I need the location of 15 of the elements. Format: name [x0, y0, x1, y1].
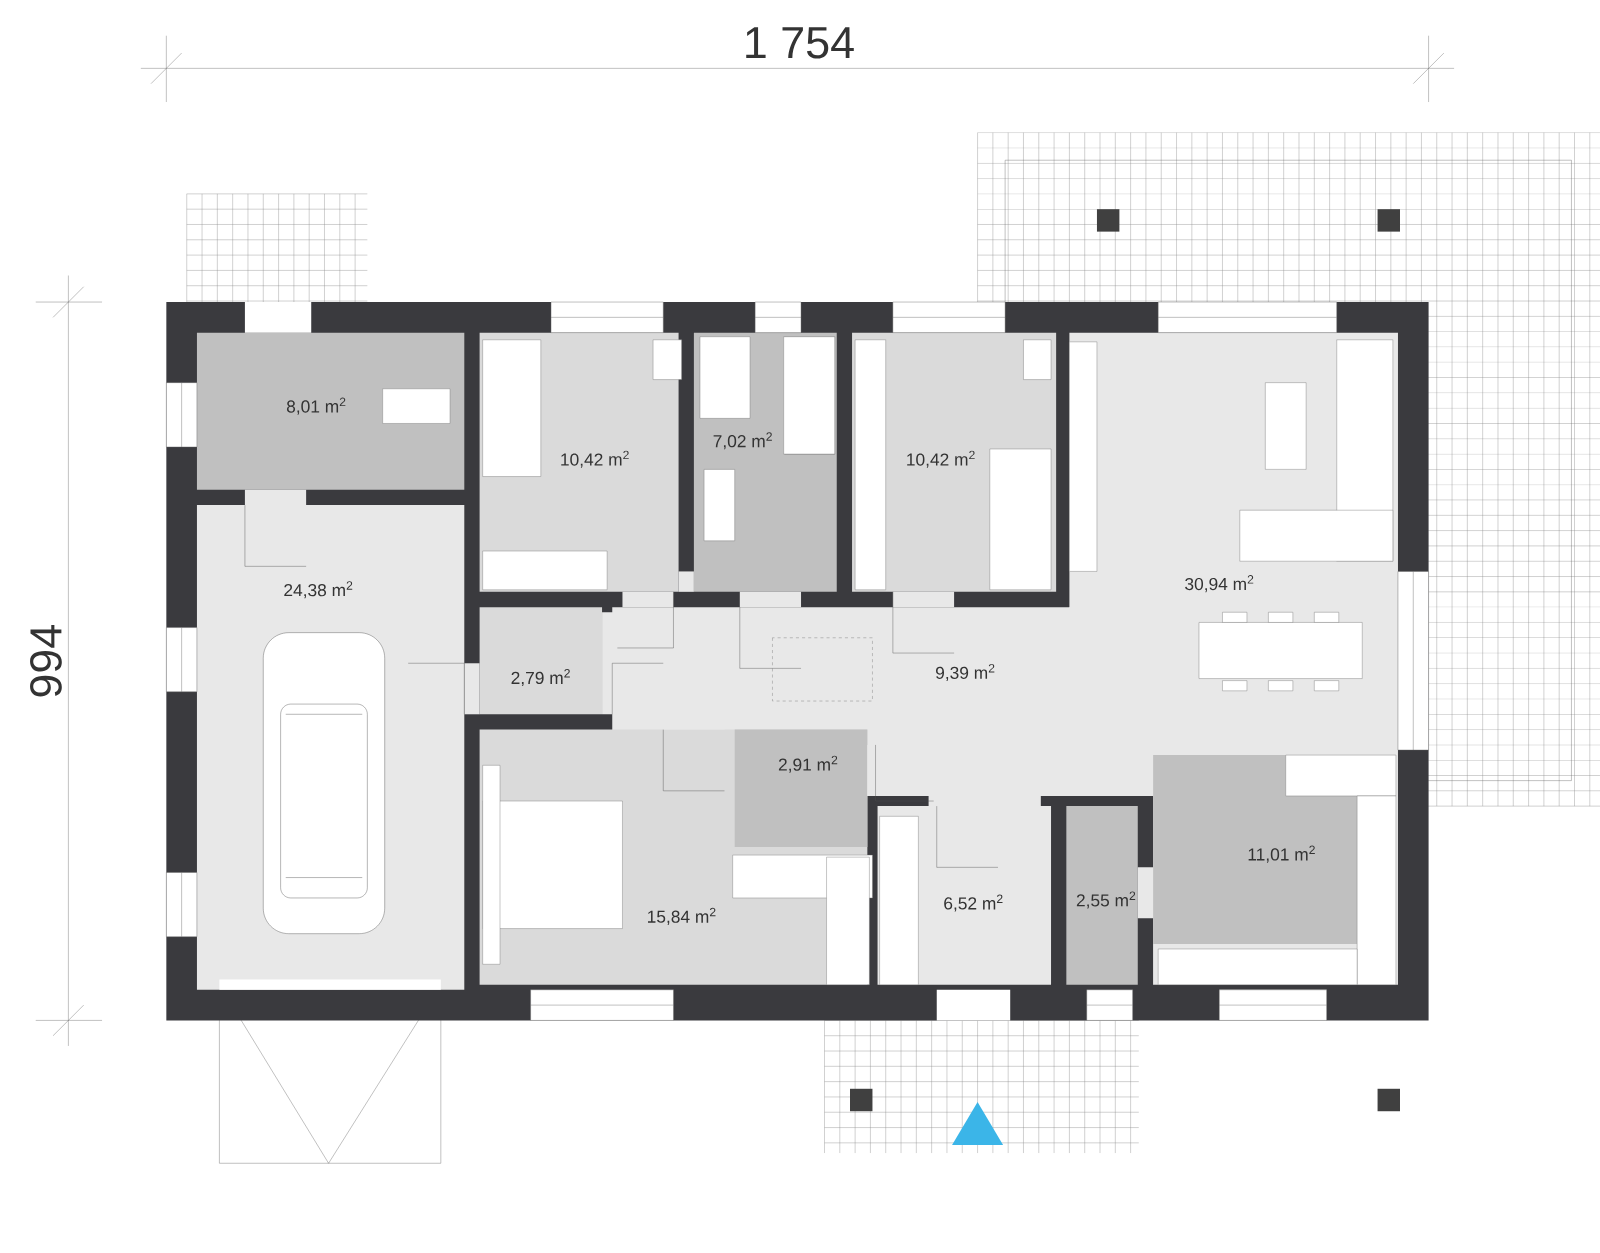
area-label: 30,94 m$^{2}$: [1185, 575, 1254, 593]
dimension-text: 1 754: [746, 27, 854, 59]
area-label: 10,42 m$^{2}$: [561, 450, 629, 468]
area-label: 2,55 m$^{2}$: [1076, 891, 1136, 909]
area-label: 15,84 m$^{2}$: [648, 907, 716, 925]
area-label: 2,79 m$^{2}$: [511, 669, 570, 687]
area-label: 8,01 m$^{2}$: [286, 397, 346, 415]
dimension-text: 994: [30, 625, 62, 697]
area-label: 7,02 m$^{2}$: [713, 432, 772, 450]
area-label: 6,52 m$^{2}$: [944, 894, 1003, 912]
area-label: 11,01 m$^{2}$: [1248, 845, 1315, 863]
area-label: 9,39 m$^{2}$: [936, 663, 995, 681]
area-label: 2,91 m$^{2}$: [778, 755, 838, 773]
area-label: 10,42 m$^{2}$: [907, 450, 975, 468]
area-label: 24,38 m$^{2}$: [284, 581, 353, 599]
